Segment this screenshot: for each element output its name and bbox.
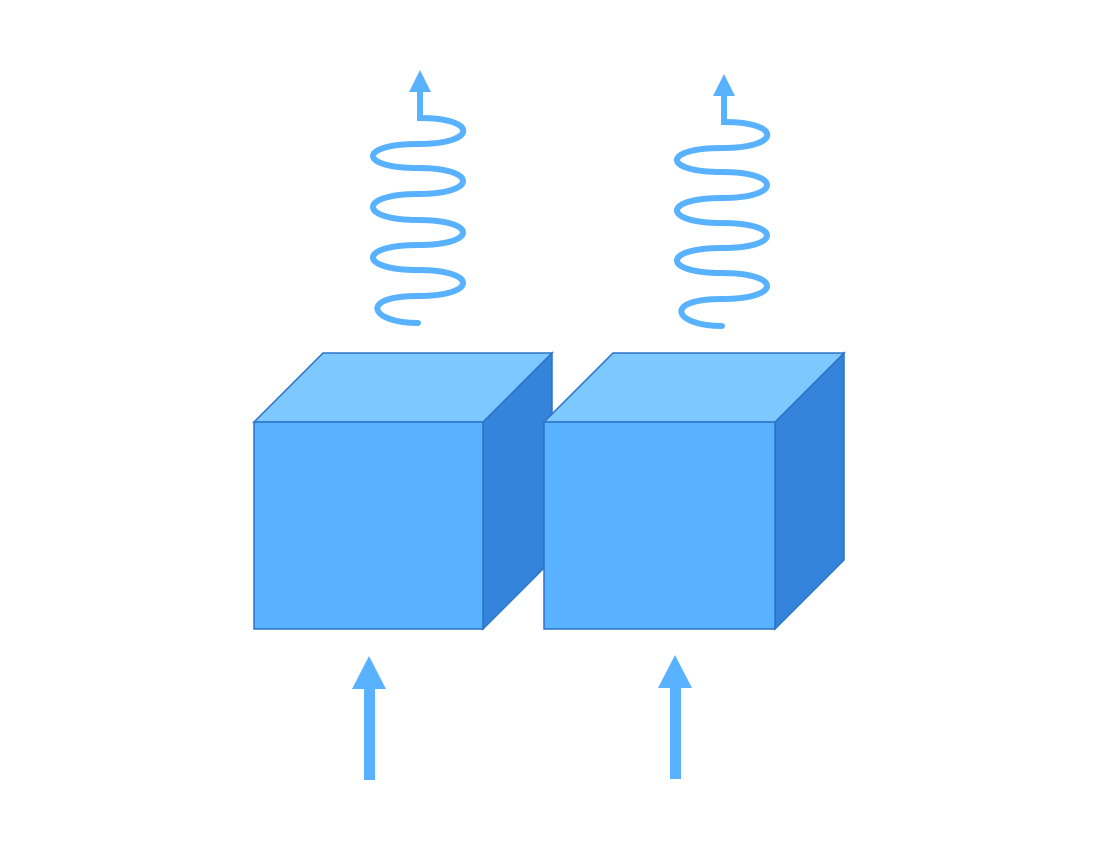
block-right-front-face — [543, 421, 776, 630]
block-right — [542, 351, 846, 631]
up-arrow-icon — [352, 656, 386, 780]
up-arrow-icon — [658, 655, 692, 779]
wavy-up-arrow-icon — [370, 70, 467, 326]
block-left-front-face — [253, 421, 484, 630]
wavy-up-arrow-icon — [674, 74, 771, 329]
block-left — [252, 351, 554, 631]
